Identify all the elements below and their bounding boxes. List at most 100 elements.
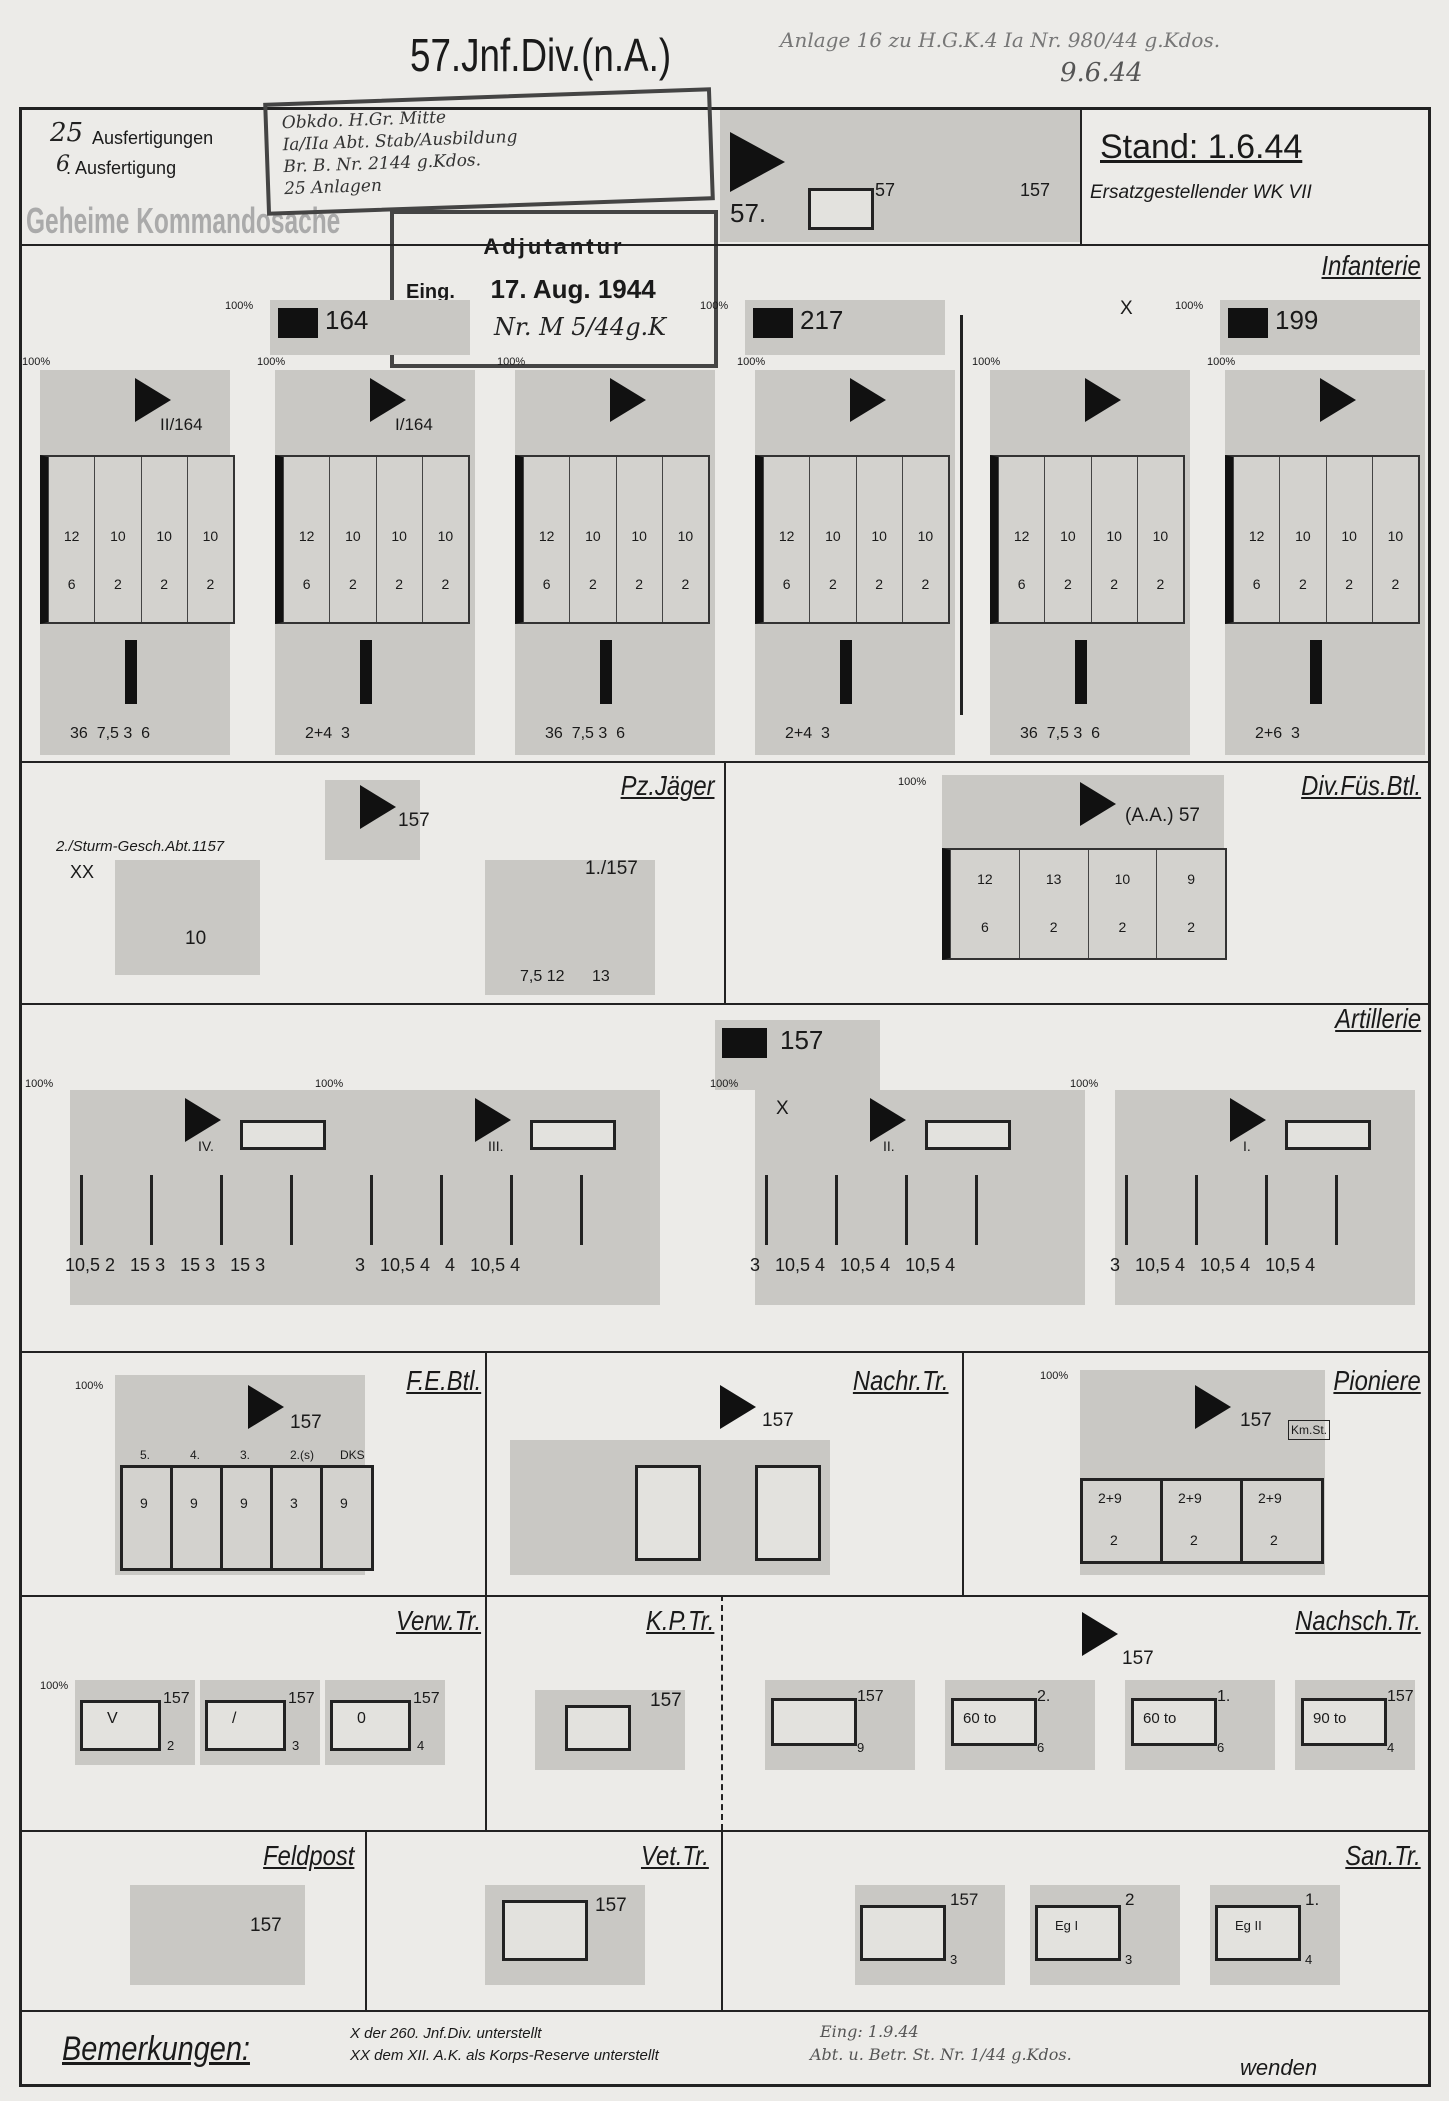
copy-number: 6 — [56, 152, 70, 177]
count: 4 — [1387, 1740, 1395, 1755]
divider — [962, 1351, 964, 1595]
mark: XX — [70, 862, 95, 882]
divider — [721, 1830, 723, 2010]
gun-battery-icon — [1125, 1175, 1128, 1245]
section-title-verw: Verw.Tr. — [395, 1605, 481, 1636]
company-mortar-count: 6 — [980, 919, 989, 935]
division-hq-number: 57. — [730, 198, 767, 228]
gun-battery-icon — [290, 1175, 293, 1245]
company-mortar-count: 2 — [1298, 576, 1307, 592]
count: 3 — [1125, 1952, 1133, 1967]
company: 12 6 — [950, 850, 1019, 958]
strength-percent: 100% — [1175, 300, 1204, 312]
heavy-company-icon — [125, 640, 137, 704]
company-mg-count: 10 — [437, 528, 454, 544]
classification-stamp: Geheime Kommandosache — [26, 200, 341, 241]
company-mortar-count: 2 — [588, 576, 597, 592]
section-title-pzjaeger: Pz.Jäger — [620, 770, 714, 801]
company-mortar-count: 6 — [67, 576, 76, 592]
heavy-company-icon — [600, 640, 612, 704]
divider — [485, 1595, 487, 1830]
heavy-weapons-counts: 2+4 3 — [305, 725, 350, 742]
stand-date: Stand: 1.6.44 — [1100, 128, 1303, 166]
count: 9 — [190, 1495, 198, 1511]
ambulance-icon — [860, 1905, 946, 1961]
strength-percent: 100% — [1207, 356, 1236, 368]
copy-label: . Ausfertigung — [66, 158, 177, 178]
company-box — [1160, 1478, 1244, 1564]
company-mg-count: 10 — [1060, 528, 1076, 544]
unit-number: 157 — [290, 1412, 322, 1433]
strength-percent: 100% — [898, 776, 927, 788]
flag-icon — [850, 378, 886, 422]
company-mg-count: 12 — [1013, 528, 1030, 544]
heavy-weapons-counts: 2+6 3 — [1255, 725, 1300, 742]
gun-battery-icon — [370, 1175, 373, 1245]
hq-unit: 57 — [875, 180, 896, 200]
battalion-label: II/164 — [160, 415, 203, 434]
strength-percent: 100% — [75, 1380, 104, 1392]
divider — [960, 315, 963, 715]
battery-counts: 10,5 2 15 3 15 3 15 3 — [65, 1255, 266, 1275]
strength-percent: 100% — [700, 300, 729, 312]
company-mortar-count: 2 — [206, 576, 215, 592]
unit-number: 157 — [650, 1690, 682, 1711]
regiment-flag-icon — [1228, 308, 1268, 338]
regiment-number: 217 — [800, 305, 844, 335]
company-mg-count: 12 — [1248, 528, 1265, 544]
battery-counts: 3 10,5 4 10,5 4 10,5 4 — [750, 1255, 956, 1275]
handwritten-receipt: Eing: 1.9.44 — [820, 2022, 919, 2041]
company-mg-count: 10 — [1106, 528, 1122, 544]
count: 9 — [857, 1740, 865, 1755]
strength-percent: 100% — [1040, 1370, 1069, 1382]
feldpost-box — [130, 1885, 305, 1985]
unit-number: (A.A.) 57 — [1125, 805, 1200, 826]
capacity-label: 60 to — [963, 1710, 997, 1727]
company-box — [1080, 1478, 1164, 1564]
company-mg-count: 10 — [1114, 871, 1131, 887]
count: 9 — [240, 1495, 248, 1511]
unit-number: 157 — [1240, 1410, 1272, 1431]
company-mg-count: 12 — [298, 528, 315, 544]
unit-number: 157 — [398, 810, 430, 831]
flag-icon — [1080, 782, 1116, 826]
battalion-label: I/164 — [395, 415, 433, 434]
unit-number: 157 — [762, 1410, 794, 1431]
count: 3 — [290, 1495, 298, 1511]
company-mortar-count: 2 — [1391, 576, 1400, 592]
unit-number: 157 — [288, 1690, 315, 1707]
company-label: 2.(s) — [290, 1448, 314, 1462]
stug-battery — [115, 860, 260, 975]
count: 2 — [167, 1738, 175, 1753]
vehicle-glyph: V — [107, 1710, 118, 1727]
company-label: 5. — [140, 1448, 151, 1462]
divider — [485, 1351, 487, 1595]
strength-percent: 100% — [257, 356, 286, 368]
gun-battery-icon — [1195, 1175, 1198, 1245]
count: 4 — [1305, 1952, 1313, 1967]
company-box — [220, 1465, 274, 1571]
company-box — [120, 1465, 174, 1571]
repair-vehicle-icon — [565, 1705, 631, 1751]
supply-vehicle-icon — [330, 1700, 411, 1751]
company-mortar-count: 6 — [542, 576, 551, 592]
company-mg-count: 12 — [977, 871, 993, 887]
company-mg-count: 10 — [917, 528, 934, 544]
receipt-stamp-2: Adjutantur Eing. 17. Aug. 1944 Nr. M 5/4… — [390, 210, 718, 368]
divider — [19, 1595, 1431, 1597]
ambulance-icon — [1035, 1905, 1121, 1961]
company-mg-count: 10 — [677, 528, 694, 544]
mark: X — [776, 1098, 789, 1119]
unit-number: 157 — [1122, 1648, 1154, 1669]
flag-icon — [185, 1098, 221, 1142]
